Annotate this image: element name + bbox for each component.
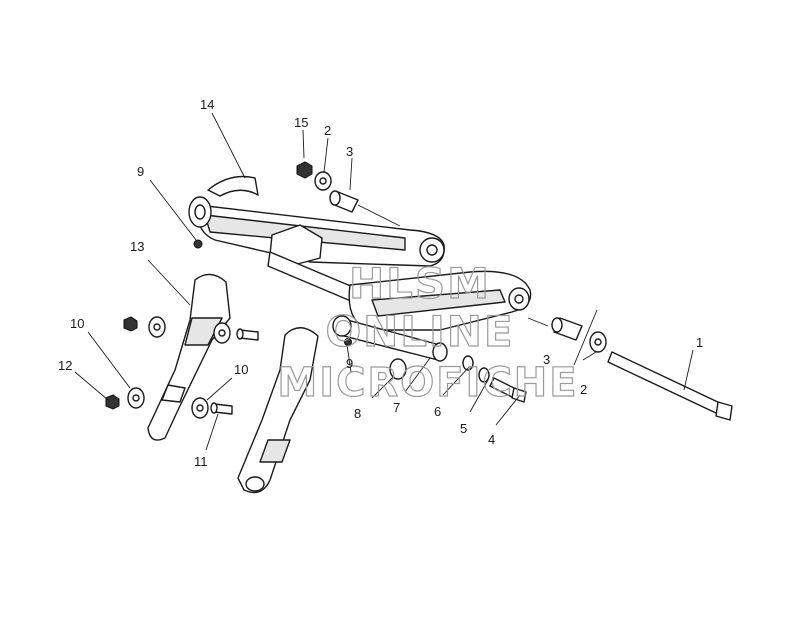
lower-swing-arm [332,270,532,362]
bolt-1 [607,351,733,421]
callout-10-right: 10 [234,362,248,377]
callout-labels: 14 15 2 3 9 13 10 12 10 11 1 3 2 9 7 8 6… [58,97,703,469]
callout-2-lower: 2 [580,382,587,397]
washer-5 [478,367,490,383]
callout-4: 4 [488,432,495,447]
bolt-upper-left [236,328,259,341]
callout-13: 13 [130,239,144,254]
washer-10-lower [127,387,145,409]
nut-15 [296,161,313,179]
torque-link-13 [147,273,231,441]
watermark: HLSM ONLINE MICROFICHE [277,258,578,406]
callout-15: 15 [294,115,308,130]
nut-12 [105,394,120,410]
washer-2-lower [589,331,607,353]
watermark-line-1: HLSM [349,259,491,308]
callout-1: 1 [696,335,703,350]
washer-6 [462,355,474,371]
callout-9-upper: 9 [137,164,144,179]
callout-7: 7 [393,400,400,415]
watermark-line-2: ONLINE [325,307,514,356]
upper-swing-arm [188,175,445,305]
callout-6: 6 [434,404,441,419]
washer-2-upper [314,171,332,191]
callout-3-lower: 3 [543,352,550,367]
callout-2-upper: 2 [324,123,331,138]
callout-5: 5 [460,421,467,436]
callout-11: 11 [194,454,208,469]
leader-lines [74,112,694,451]
callout-3-upper: 3 [346,144,353,159]
grease-fitting-9-upper [193,239,203,249]
washer-10-right [191,397,209,419]
torque-link-right [237,327,319,494]
nut-upper-left [123,316,138,332]
bushing-3-lower [551,317,583,341]
bushing-3-upper [329,190,359,213]
o-ring-8 [389,358,407,380]
callout-10-left: 10 [70,316,84,331]
callout-14: 14 [200,97,214,112]
bolt-4 [489,377,527,403]
callout-9-lower: 9 [346,356,353,371]
callout-12: 12 [58,358,72,373]
callout-8: 8 [354,406,361,421]
watermark-line-3: MICROFICHE [277,360,578,406]
grease-fitting-9-lower [344,338,352,346]
bolt-11 [210,402,233,415]
washer-right-upper [213,322,231,344]
washer-10-upper [148,316,166,338]
